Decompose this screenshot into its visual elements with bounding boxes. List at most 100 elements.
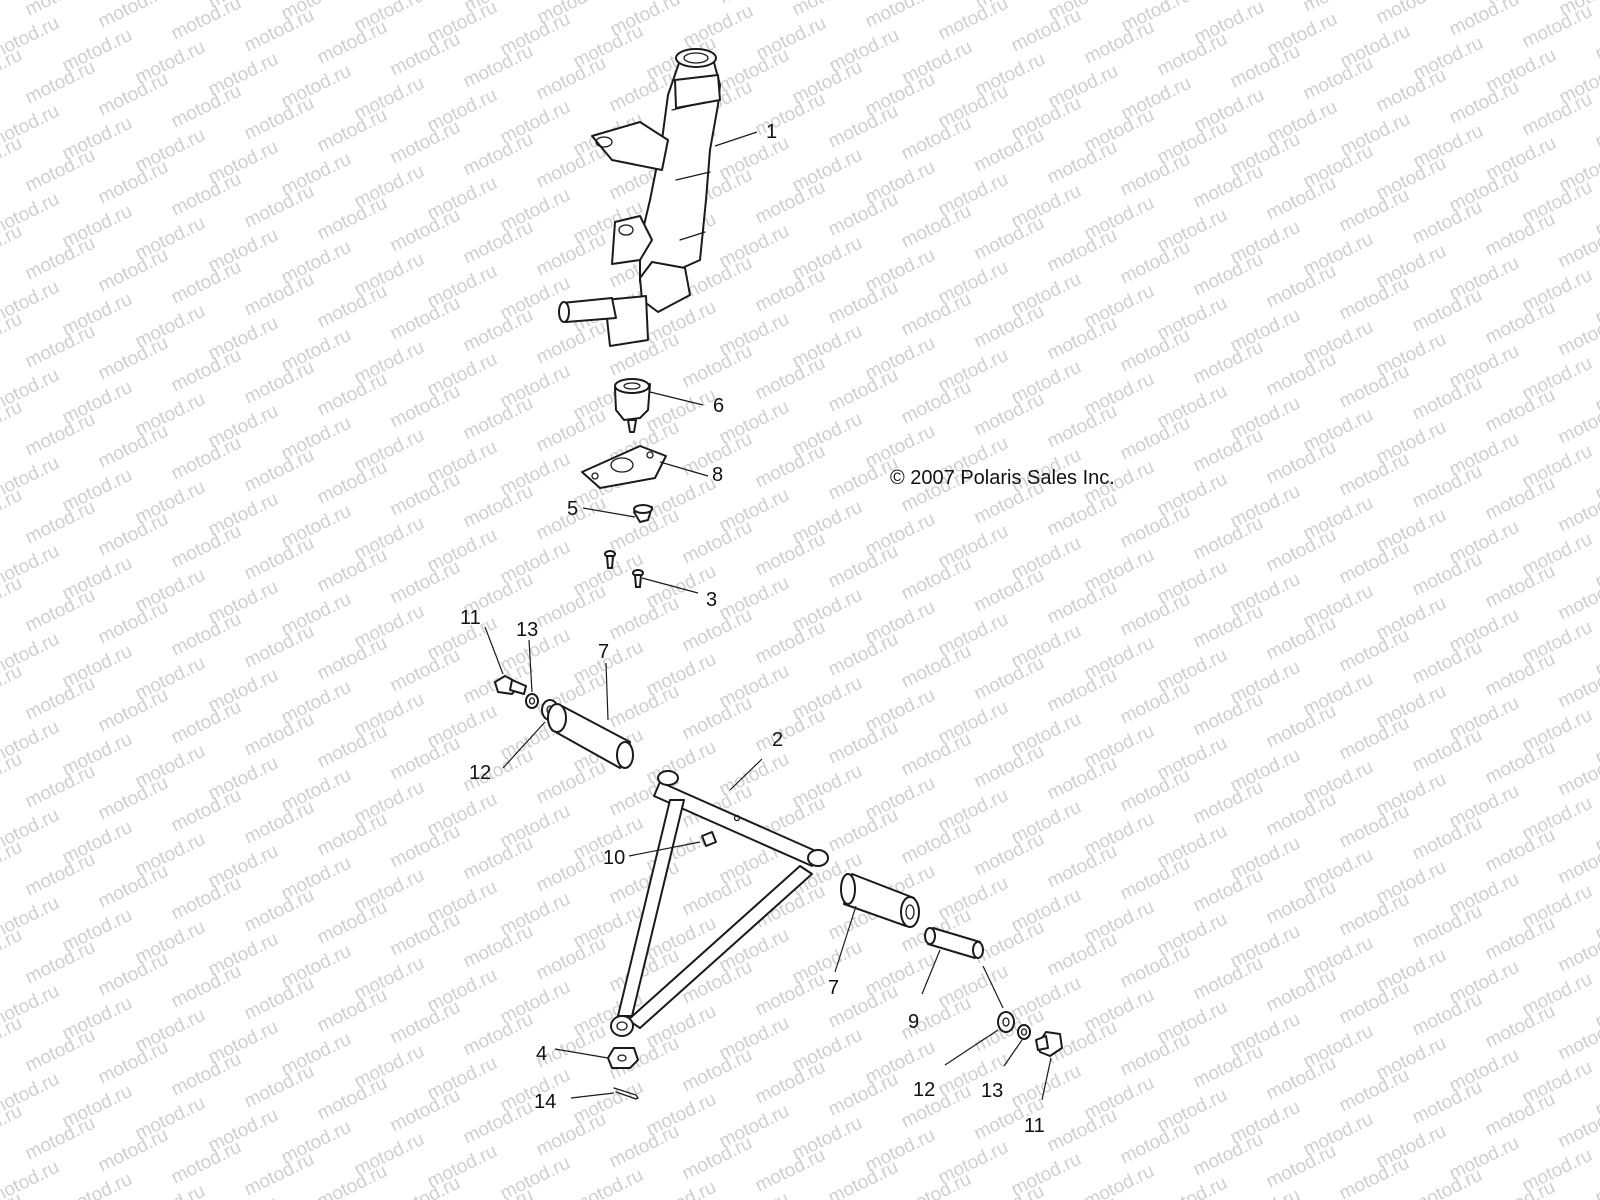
watermark-text: motod.ru <box>1409 901 1486 953</box>
watermark-text: motod.ru <box>168 697 245 749</box>
watermark-text: motod.ru <box>1263 701 1340 753</box>
watermark-text: motod.ru <box>1190 601 1267 653</box>
watermark-text: motod.ru <box>533 405 610 457</box>
watermark-text: motod.ru <box>971 213 1048 265</box>
watermark-text: motod.ru <box>168 785 245 837</box>
watermark-text: motod.ru <box>1336 1065 1413 1117</box>
watermark-text: motod.ru <box>1044 313 1121 365</box>
watermark-text: motod.ru <box>1482 1089 1559 1141</box>
watermark-text: motod.ru <box>241 181 318 233</box>
watermark-text: motod.ru <box>1482 209 1559 261</box>
callouts: 1 6 8 5 3 11 13 7 12 2 10 7 9 12 13 11 4… <box>460 121 1045 1137</box>
watermark-text: motod.ru <box>1336 889 1413 941</box>
watermark-text: motod.ru <box>1555 837 1600 889</box>
watermark-text: motod.ru <box>95 1037 172 1089</box>
watermark-text: motod.ru <box>95 685 172 737</box>
watermark-text: motod.ru <box>95 597 172 649</box>
watermark-text: motod.ru <box>22 321 99 373</box>
watermark-text: motod.ru <box>643 1177 720 1200</box>
watermark-text: motod.ru <box>95 861 172 913</box>
watermark-text: motod.ru <box>168 169 245 221</box>
watermark-text: motod.ru <box>971 565 1048 617</box>
watermark-text: motod.ru <box>825 629 902 681</box>
watermark-text: motod.ru <box>1008 5 1085 57</box>
watermark-text: motod.ru <box>1555 485 1600 537</box>
watermark-text: motod.ru <box>168 0 245 44</box>
watermark-text: motod.ru <box>1336 537 1413 589</box>
watermark-text: motod.ru <box>241 709 318 761</box>
watermark-text: motod.ru <box>314 17 391 69</box>
callout-14: 14 <box>534 1091 556 1113</box>
callout-11-right: 11 <box>1024 1115 1045 1137</box>
watermark-text: motod.ru <box>387 645 464 697</box>
watermark-text: motod.ru <box>1190 1041 1267 1093</box>
watermark-text: motod.ru <box>0 1189 26 1200</box>
watermark-text: motod.ru <box>241 973 318 1025</box>
callout-10: 10 <box>603 847 625 869</box>
bolt-icon <box>494 675 527 695</box>
watermark-text: motod.ru <box>752 969 829 1021</box>
watermark-text: motod.ru <box>314 985 391 1037</box>
watermark-text: motod.ru <box>1190 513 1267 565</box>
watermark-text: motod.ru <box>1409 461 1486 513</box>
callout-7-right: 7 <box>828 977 839 999</box>
watermark-text: motod.ru <box>1300 53 1377 105</box>
watermark-text: motod.ru <box>679 869 756 921</box>
ball-joint-icon <box>614 378 651 433</box>
watermark-text: motod.ru <box>95 69 172 121</box>
watermark-text: motod.ru <box>387 117 464 169</box>
watermark-text: motod.ru <box>1263 965 1340 1017</box>
watermark-text: motod.ru <box>168 1049 245 1101</box>
watermark-text: motod.ru <box>1044 841 1121 893</box>
watermark-text: motod.ru <box>22 937 99 989</box>
watermark-text: motod.ru <box>1519 1 1596 53</box>
watermark-text: motod.ru <box>1555 1013 1600 1065</box>
watermark-text: motod.ru <box>314 721 391 773</box>
watermark-text: motod.ru <box>1555 573 1600 625</box>
watermark-text: motod.ru <box>1482 913 1559 965</box>
watermark-text: motod.ru <box>752 1145 829 1197</box>
watermark-text: motod.ru <box>533 845 610 897</box>
watermark-text: motod.ru <box>1154 1173 1231 1200</box>
watermark-text: motod.ru <box>752 177 829 229</box>
watermark-text: motod.ru <box>1409 725 1486 777</box>
watermark-text: motod.ru <box>825 1069 902 1121</box>
watermark-text: motod.ru <box>533 933 610 985</box>
watermark-text: motod.ru <box>1190 161 1267 213</box>
watermark-text: motod.ru <box>1482 473 1559 525</box>
callout-13-right: 13 <box>981 1080 1003 1102</box>
watermark-text: motod.ru <box>1190 337 1267 389</box>
watermark-text: motod.ru <box>387 29 464 81</box>
watermark-text: motod.ru <box>460 129 537 181</box>
bushing-icon <box>547 703 634 769</box>
watermark-text: motod.ru <box>752 89 829 141</box>
watermark-text: motod.ru <box>22 409 99 461</box>
watermark-text: motod.ru <box>387 821 464 873</box>
watermark-text: motod.ru <box>1227 1185 1304 1200</box>
watermark-text: motod.ru <box>898 1081 975 1133</box>
watermark-text: motod.ru <box>168 873 245 925</box>
watermark-text: motod.ru <box>1190 689 1267 741</box>
watermark-text: motod.ru <box>241 5 318 57</box>
watermark-text: motod.ru <box>95 421 172 473</box>
watermark-text: motod.ru <box>460 921 537 973</box>
watermark-text: motod.ru <box>971 125 1048 177</box>
watermark-text: motod.ru <box>22 497 99 549</box>
watermark-text: motod.ru <box>752 617 829 669</box>
watermark-text: motod.ru <box>825 805 902 857</box>
watermark-text: motod.ru <box>387 205 464 257</box>
watermark-text: motod.ru <box>679 1133 756 1185</box>
watermark-text: motod.ru <box>460 481 537 533</box>
watermark-text: motod.ru <box>168 81 245 133</box>
watermark-text: motod.ru <box>387 469 464 521</box>
watermark-text: motod.ru <box>460 1009 537 1061</box>
watermark-text: motod.ru <box>533 757 610 809</box>
watermark-text: motod.ru <box>314 105 391 157</box>
watermark-text: motod.ru <box>752 441 829 493</box>
watermark-text: motod.ru <box>1081 17 1158 69</box>
lock-washer-icon <box>525 693 539 709</box>
watermark-text: motod.ru <box>533 581 610 633</box>
watermark-text: motod.ru <box>1300 0 1377 16</box>
watermark-text: motod.ru <box>1482 385 1559 437</box>
